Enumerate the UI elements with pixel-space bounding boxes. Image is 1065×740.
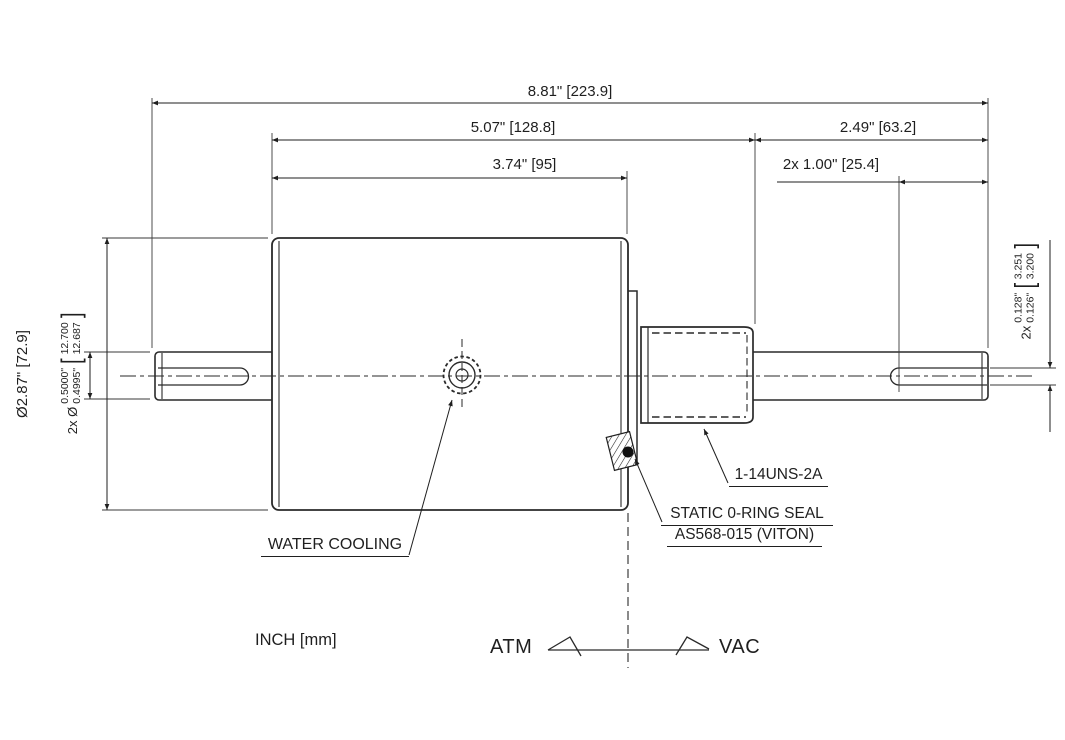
extension-lines: [84, 98, 1056, 511]
water-cooling-label: WATER COOLING: [261, 536, 409, 557]
shaft-dia-limits: 0.5000" 0.4995": [59, 367, 83, 404]
oring-label-line2: AS568-015 (VITON): [667, 526, 822, 547]
dim-keyway-width-label: 2x 0.128" 0.126" [ 3.251 3.200 ]: [1009, 243, 1040, 340]
dim-body-dia-label: Ø2.87" [72.9]: [13, 330, 31, 418]
main-body: [271, 237, 629, 511]
left-keyway-slot: [158, 367, 250, 386]
dim-right-label: 2.49" [63.2]: [839, 119, 917, 136]
atm-vac-symbol: [547, 636, 710, 657]
keyway-width-prefix: 2x: [1018, 325, 1033, 340]
keyway-width-mm-limits: 3.251 3.200: [1012, 252, 1037, 280]
oring-seal-section: [605, 430, 639, 472]
oring-dot: [622, 446, 634, 458]
dim-mid-label: 5.07" [128.8]: [470, 119, 556, 136]
thread-label: 1-14UNS-2A: [729, 466, 828, 487]
units-note: INCH [mm]: [255, 631, 337, 649]
water-cooling-port: [442, 339, 482, 411]
dimension-lines: [87, 100, 1053, 510]
atm-arrowhead: [547, 636, 582, 657]
dim-keyway-length-label: 2x 1.00" [25.4]: [782, 156, 880, 173]
dim-body-label: 3.74" [95]: [492, 156, 557, 173]
keyway-width-limits: 0.128" 0.126": [1012, 292, 1037, 323]
shaft-dia-mm-limits: 12.700 12.687: [59, 322, 83, 355]
leader-lines: [408, 399, 729, 556]
vac-arrowhead: [675, 636, 710, 656]
thread-leader: [703, 428, 729, 484]
vac-label: VAC: [719, 636, 761, 658]
shaft-dia-prefix: 2x Ø: [64, 406, 80, 435]
atm-label: ATM: [490, 636, 533, 658]
oring-label-line1: STATIC 0-RING SEAL: [661, 505, 833, 526]
oring-leader: [634, 458, 663, 523]
water-cooling-leader: [408, 399, 453, 556]
threaded-boss: [640, 326, 754, 424]
dim-shaft-dia-label: 2x Ø 0.5000" 0.4995" [ 12.700 12.687 ]: [56, 312, 86, 435]
dim-overall-label: 8.81" [223.9]: [527, 83, 613, 100]
